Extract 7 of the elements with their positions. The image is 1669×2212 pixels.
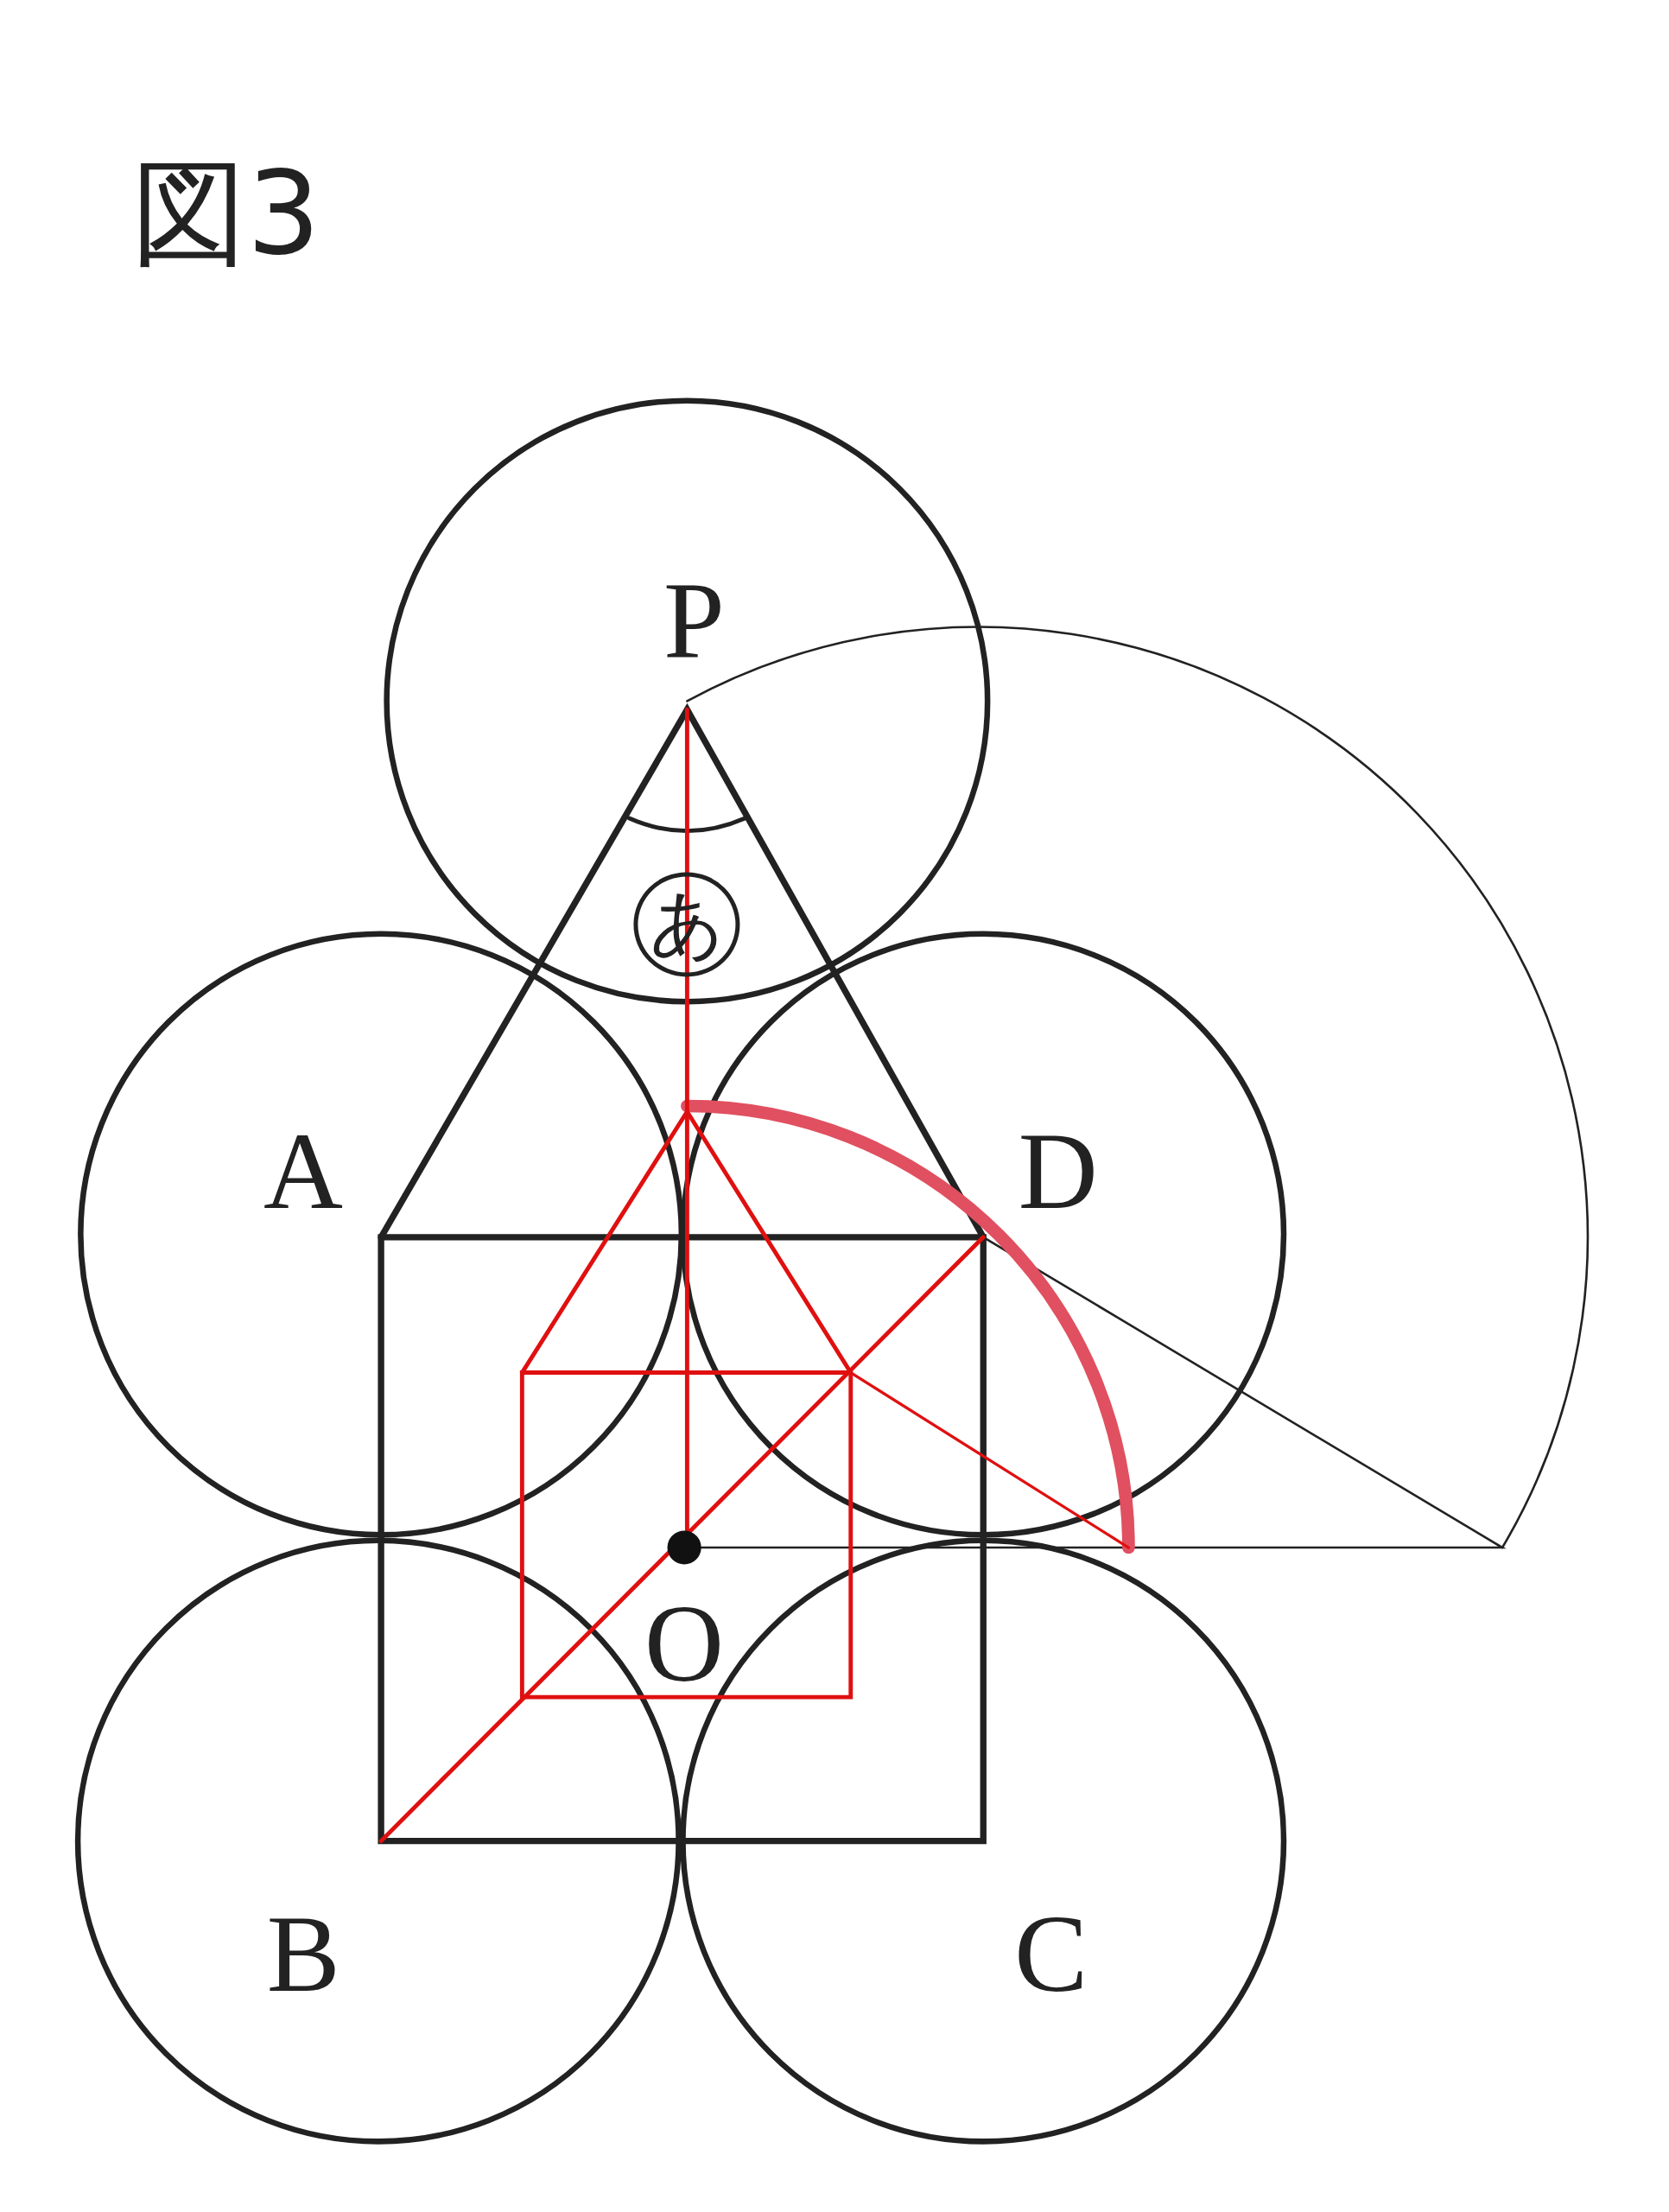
point-label: A bbox=[263, 1116, 344, 1227]
point-label: C bbox=[1014, 1899, 1088, 2010]
point-label: P bbox=[663, 565, 725, 677]
figure-title: 図3 bbox=[130, 156, 320, 273]
point-label: B bbox=[266, 1899, 340, 2010]
point-label: D bbox=[1018, 1116, 1098, 1227]
point-label: O bbox=[644, 1588, 725, 1700]
